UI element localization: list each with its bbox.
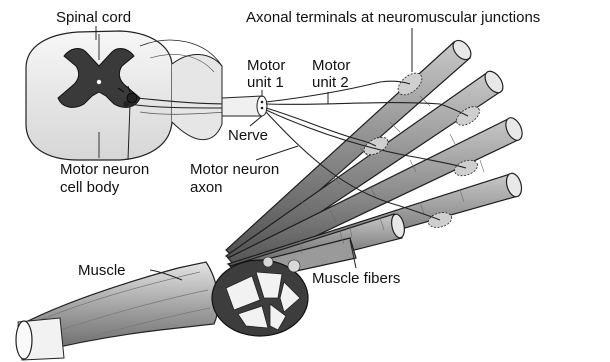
label-motor-neuron-axon-line2: axon [190,179,223,196]
label-axonal-terminals: Axonal terminals at neuromuscular juncti… [246,9,540,26]
label-motor-unit-1-line1: Motor [247,57,285,74]
label-motor-neuron-axon-line1: Motor neuron [190,161,279,178]
muscle-cross-section [212,257,308,336]
tendon [16,318,64,360]
label-motor-neuron-cell-body-line1: Motor neuron [60,161,149,178]
label-muscle: Muscle [78,262,126,279]
label-muscle-fibers: Muscle fibers [312,270,400,287]
label-spinal-cord: Spinal cord [56,9,131,26]
label-nerve: Nerve [228,127,268,144]
label-motor-unit-2-line1: Motor [312,57,350,74]
label-motor-unit-1-line2: unit 1 [247,74,284,91]
label-motor-unit-2-line2: unit 2 [312,74,349,91]
spinal-cord [26,31,230,160]
label-motor-neuron-cell-body-line2: cell body [60,179,120,196]
nerve [222,96,267,116]
